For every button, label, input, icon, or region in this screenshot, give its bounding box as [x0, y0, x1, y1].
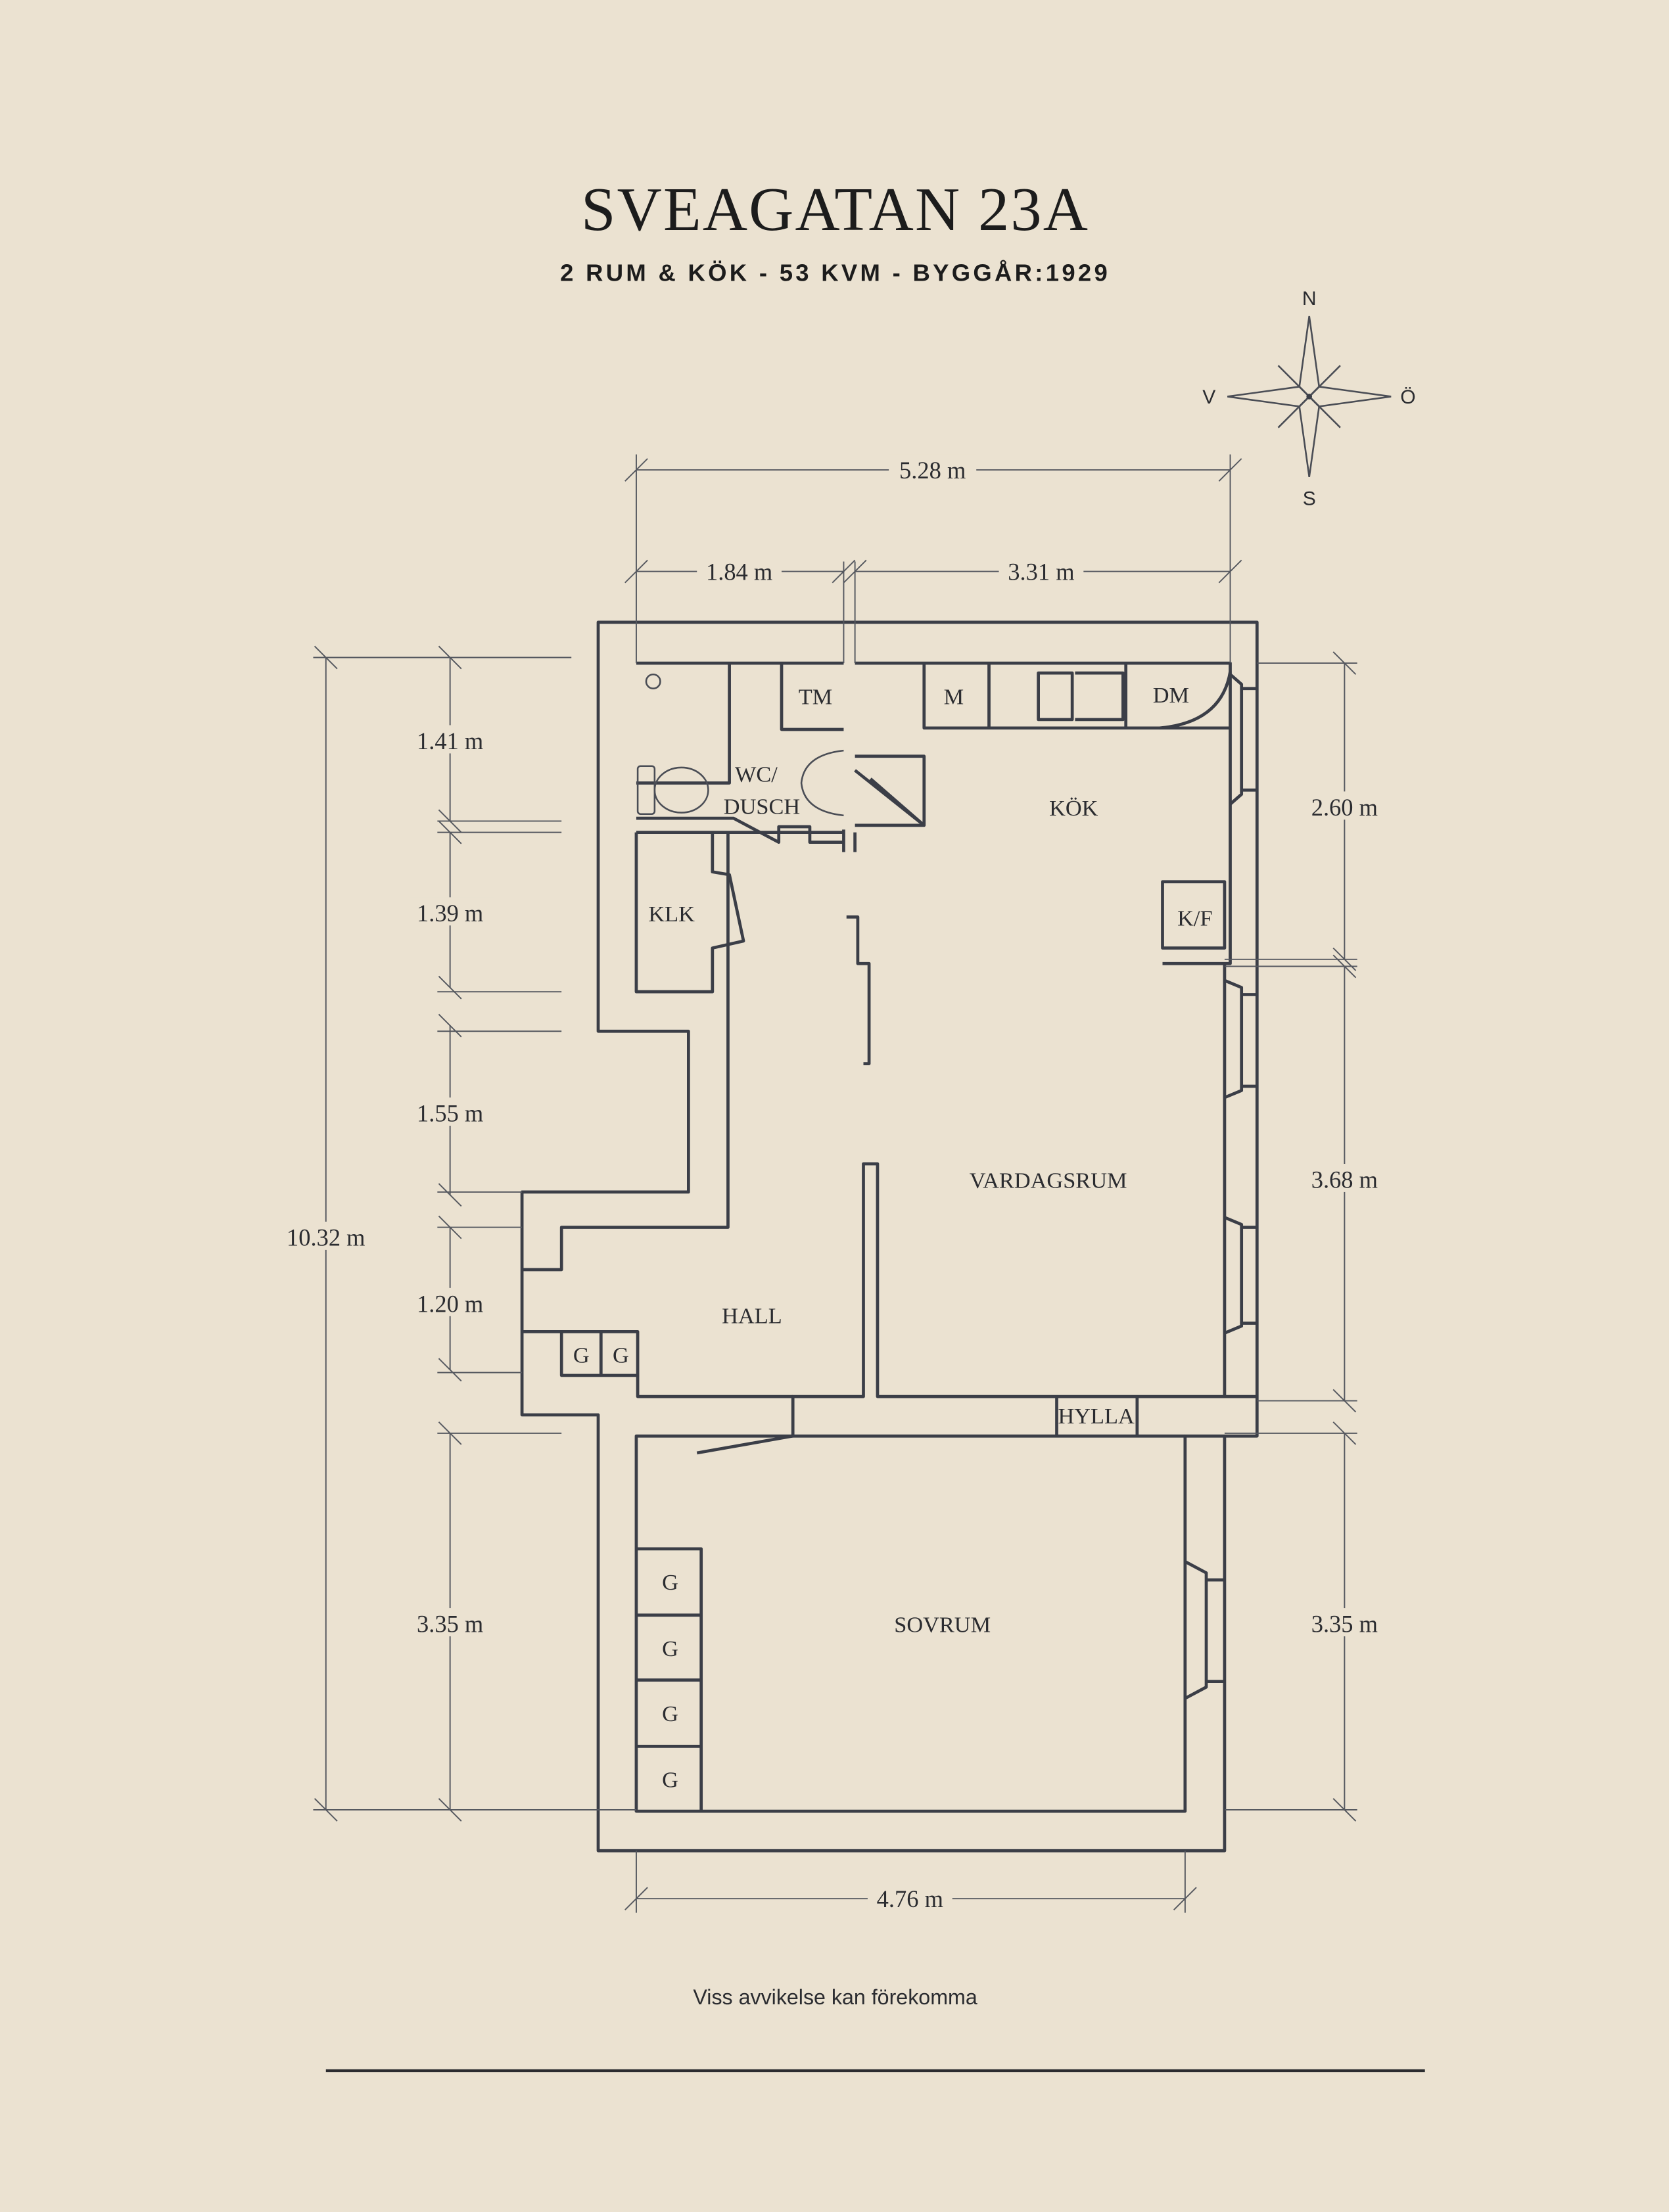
- dim-right-3: 3.35 m: [1311, 1611, 1378, 1638]
- compass-rose-icon: [1227, 315, 1392, 477]
- dimension-lines: [313, 454, 1357, 1913]
- dim-left-4: 1.20 m: [417, 1290, 483, 1317]
- dim-left-total: 10.32 m: [287, 1224, 365, 1251]
- dim-right-1: 2.60 m: [1311, 794, 1378, 821]
- room-label-vardagsrum: VARDAGSRUM: [970, 1168, 1127, 1193]
- compass-west: V: [1202, 386, 1215, 408]
- room-label-wc: WC/: [735, 762, 778, 787]
- bedroom-wardrobe-2: G: [662, 1636, 678, 1661]
- room-label-dusch: DUSCH: [724, 795, 800, 819]
- room-label-kf: K/F: [1177, 906, 1212, 931]
- dim-top-left: 1.84 m: [706, 558, 772, 585]
- dim-bottom: 4.76 m: [877, 1885, 943, 1912]
- dim-top-total: 5.28 m: [899, 457, 966, 484]
- room-label-tm: TM: [799, 684, 833, 709]
- disclaimer: Viss avvikelse kan förekomma: [693, 1985, 977, 2009]
- dim-left-3: 1.55 m: [417, 1100, 483, 1127]
- dim-left-2: 1.39 m: [417, 900, 483, 927]
- page-title: SVEAGATAN 23A: [581, 175, 1089, 244]
- bedroom-wardrobe-4: G: [662, 1768, 678, 1793]
- room-label-kok: KÖK: [1049, 796, 1098, 821]
- room-label-m: M: [944, 684, 964, 709]
- dim-left-1: 1.41 m: [417, 727, 483, 754]
- hall-wardrobe-1: G: [573, 1343, 590, 1368]
- bedroom-wardrobe-3: G: [662, 1701, 678, 1726]
- walls: [520, 620, 1259, 1853]
- room-label-hall: HALL: [722, 1304, 782, 1329]
- hall-wardrobe-2: G: [613, 1343, 629, 1368]
- room-label-klk: KLK: [648, 902, 695, 927]
- room-label-sovrum: SOVRUM: [894, 1613, 991, 1638]
- compass-east: Ö: [1400, 386, 1415, 408]
- compass-south: S: [1303, 488, 1316, 510]
- compass-north: N: [1302, 288, 1317, 310]
- room-label-dm: DM: [1153, 683, 1189, 708]
- dim-right-2: 3.68 m: [1311, 1166, 1378, 1193]
- bedroom-wardrobe-1: G: [662, 1570, 678, 1595]
- dim-top-right: 3.31 m: [1008, 558, 1074, 585]
- page-subtitle: 2 RUM & KÖK - 53 KVM - BYGGÅR:1929: [560, 259, 1110, 286]
- room-label-hylla: HYLLA: [1058, 1404, 1135, 1429]
- dim-left-5: 3.35 m: [417, 1611, 483, 1638]
